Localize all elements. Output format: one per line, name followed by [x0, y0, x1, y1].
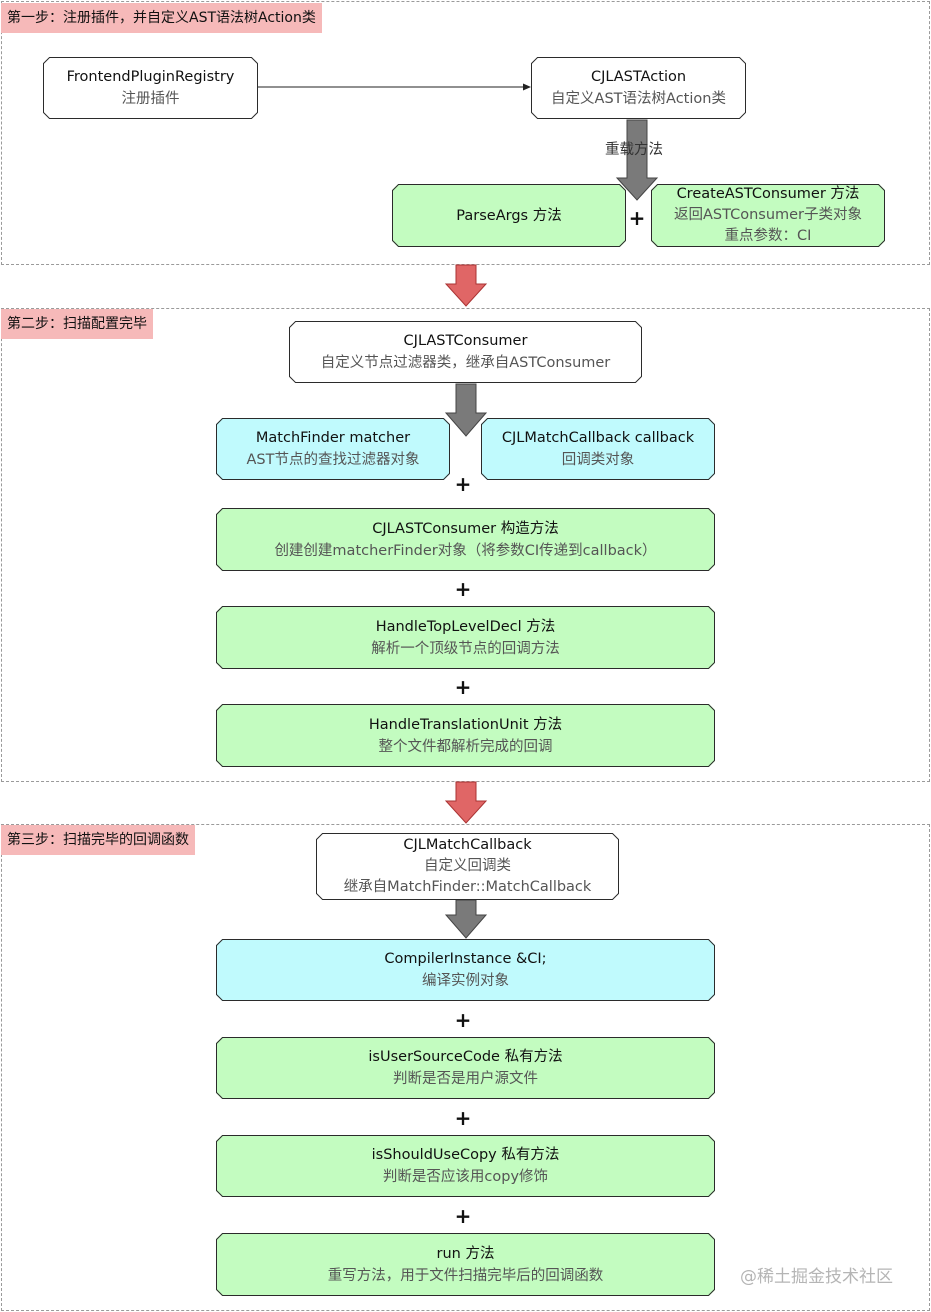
run-method-node-outline — [216, 1233, 715, 1296]
consumer-constructor-node: CJLASTConsumer 构造方法 创建创建matcherFinder对象（… — [216, 508, 715, 571]
parse-args-node-outline — [392, 184, 626, 247]
is-user-source-title: isUserSourceCode 私有方法 — [368, 1049, 563, 1065]
registry-to-action-arrowhead — [523, 83, 531, 91]
match-callback-line3: 继承自MatchFinder::MatchCallback — [343, 879, 592, 895]
create-consumer-line2: 返回ASTConsumer子类对象 — [673, 207, 863, 223]
is-should-use-copy-node: isShouldUseCopy 私有方法 判断是否应该用copy修饰 — [216, 1135, 715, 1197]
is-should-copy-subtitle: 判断是否应该用copy修饰 — [382, 1169, 549, 1185]
consumer-constructor-node-outline — [216, 508, 715, 571]
plus-sign: + — [454, 1106, 472, 1130]
match-finder-node-outline — [216, 418, 450, 480]
compiler-instance-node: CompilerInstance &CI; 编译实例对象 — [216, 939, 715, 1001]
action-subtitle: 自定义AST语法树Action类 — [551, 91, 726, 107]
is-should-use-copy-node-outline — [216, 1135, 715, 1197]
registry-title: FrontendPluginRegistry — [66, 69, 235, 85]
consumer-arrow — [444, 383, 488, 437]
cjl-ast-action-node-outline — [531, 57, 746, 119]
cjl-ast-consumer-node-outline — [289, 321, 642, 383]
match-callback-member-node-outline — [481, 418, 715, 480]
match-callback-arrow — [444, 899, 488, 939]
match-callback-line2: 自定义回调类 — [424, 858, 511, 874]
plus-sign: + — [454, 472, 472, 496]
constructor-title: CJLASTConsumer 构造方法 — [372, 520, 559, 537]
constructor-subtitle: 创建创建matcherFinder对象（将参数CI传递到callback） — [274, 542, 657, 559]
create-consumer-line3: 重点参数：CI — [724, 228, 812, 244]
callback-title: CJLMatchCallback callback — [501, 430, 695, 446]
create-consumer-title: CreateASTConsumer 方法 — [676, 186, 860, 202]
step1-label: 第一步：注册插件，并自定义AST语法树Action类 — [1, 3, 322, 33]
is-user-source-code-node-outline — [216, 1037, 715, 1099]
plus-sign: + — [454, 577, 472, 601]
cjl-match-callback-class-node-outline — [316, 833, 619, 900]
watermark: @稀土掘金技术社区 — [740, 1267, 893, 1287]
compiler-instance-subtitle: 编译实例对象 — [422, 973, 509, 989]
callback-subtitle: 回调类对象 — [561, 452, 635, 468]
plus-sign: + — [454, 1204, 472, 1228]
action-title: CJLASTAction — [590, 69, 687, 85]
is-user-source-code-node: isUserSourceCode 私有方法 判断是否是用户源文件 — [216, 1037, 715, 1099]
step3-label: 第三步：扫描完毕的回调函数 — [1, 825, 195, 855]
registry-subtitle: 注册插件 — [121, 91, 180, 107]
frontend-plugin-registry-node: FrontendPluginRegistry 注册插件 — [43, 57, 258, 119]
consumer-subtitle: 自定义节点过滤器类，继承自ASTConsumer — [320, 355, 611, 371]
matcher-subtitle: AST节点的查找过滤器对象 — [246, 452, 420, 468]
frontend-plugin-registry-node-outline — [43, 57, 258, 119]
step2-to-step3-arrow — [444, 781, 488, 824]
handle-top-title: HandleTopLevelDecl 方法 — [375, 618, 556, 635]
parse-args-node: ParseArgs 方法 — [392, 184, 626, 247]
handle-top-level-decl-node-outline — [216, 606, 715, 669]
create-ast-consumer-node: CreateASTConsumer 方法 返回ASTConsumer子类对象 重… — [651, 184, 885, 247]
consumer-title: CJLASTConsumer — [403, 333, 528, 349]
step2-label: 第二步：扫描配置完毕 — [1, 309, 153, 339]
handle-top-level-decl-node: HandleTopLevelDecl 方法 解析一个顶级节点的回调方法 — [216, 606, 715, 669]
match-callback-title: CJLMatchCallback — [403, 837, 532, 853]
match-finder-node: MatchFinder matcher AST节点的查找过滤器对象 — [216, 418, 450, 480]
compiler-instance-node-outline — [216, 939, 715, 1001]
override-method-label: 重载方法 — [605, 142, 663, 158]
cjl-ast-action-node: CJLASTAction 自定义AST语法树Action类 — [531, 57, 746, 119]
cjl-match-callback-class-node: CJLMatchCallback 自定义回调类 继承自MatchFinder::… — [316, 833, 619, 900]
is-user-source-subtitle: 判断是否是用户源文件 — [393, 1071, 538, 1087]
handle-top-subtitle: 解析一个顶级节点的回调方法 — [371, 640, 560, 657]
compiler-instance-title: CompilerInstance &CI; — [384, 951, 547, 967]
plus-sign: + — [454, 1008, 472, 1032]
handle-translation-unit-node-outline — [216, 704, 715, 767]
is-should-copy-title: isShouldUseCopy 私有方法 — [371, 1147, 560, 1163]
plus-sign: + — [628, 206, 646, 230]
parse-args-title: ParseArgs 方法 — [456, 207, 562, 224]
handle-unit-subtitle: 整个文件都解析完成的回调 — [378, 738, 553, 755]
run-method-node: run 方法 重写方法，用于文件扫描完毕后的回调函数 — [216, 1233, 715, 1296]
plus-sign: + — [454, 675, 472, 699]
run-title: run 方法 — [436, 1245, 495, 1262]
override-arrow — [615, 119, 659, 201]
matcher-title: MatchFinder matcher — [255, 430, 411, 446]
handle-unit-title: HandleTranslationUnit 方法 — [368, 716, 563, 733]
run-subtitle: 重写方法，用于文件扫描完毕后的回调函数 — [327, 1267, 604, 1284]
match-callback-member-node: CJLMatchCallback callback 回调类对象 — [481, 418, 715, 480]
section-step3 — [1, 824, 930, 1311]
step1-to-step2-arrow — [444, 264, 488, 307]
cjl-ast-consumer-node: CJLASTConsumer 自定义节点过滤器类，继承自ASTConsumer — [289, 321, 642, 383]
create-ast-consumer-node-outline — [651, 184, 885, 247]
handle-translation-unit-node: HandleTranslationUnit 方法 整个文件都解析完成的回调 — [216, 704, 715, 767]
